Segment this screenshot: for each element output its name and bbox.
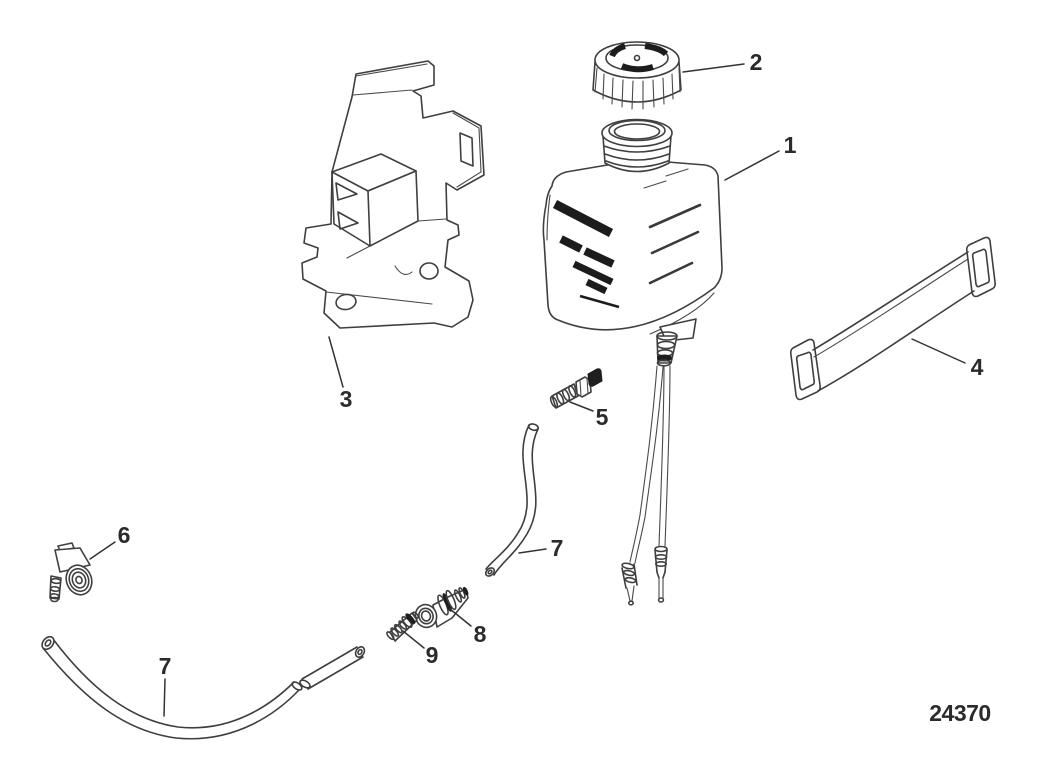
cap-ribs: [594, 67, 681, 110]
bottle-neck: [601, 118, 673, 173]
callout-9: 9: [426, 642, 439, 668]
callout-2: 2: [750, 49, 763, 75]
level-line-2: [650, 230, 700, 255]
barb-fitting-part-5: [549, 368, 603, 409]
cap-top-markings: [609, 43, 669, 73]
hose-short-part-7: [484, 423, 539, 577]
level-line-3: [648, 261, 694, 285]
callout-8: 8: [474, 621, 487, 647]
elbow-fitting-part-6: [49, 542, 93, 603]
callout-7-lower: 7: [159, 653, 172, 679]
hose-long-part-7: [41, 635, 366, 740]
pickup-tubes: [621, 365, 671, 606]
mounting-bracket-part-3: [301, 60, 485, 329]
barb-fitting-part-9: [386, 611, 420, 642]
retainer-strap-part-4: [789, 236, 996, 401]
drawing-number: 24370: [929, 700, 990, 726]
callout-5: 5: [596, 404, 609, 430]
callout-7-upper: 7: [551, 535, 564, 561]
filler-cap-part-2: [592, 41, 682, 110]
level-line-1: [648, 203, 702, 229]
quick-connect-fitting-part-8: [414, 586, 469, 629]
callout-1: 1: [784, 132, 797, 158]
callout-4: 4: [971, 354, 984, 380]
bottle-outlet-nipple: [656, 331, 678, 367]
callout-6: 6: [118, 522, 131, 548]
callout-labels: 1 2 3 4 5 6 7 7 8 9: [118, 49, 984, 679]
bottle-label-text: [552, 200, 620, 309]
callout-3: 3: [340, 386, 353, 412]
reservoir-bottle-part-1: [542, 118, 723, 606]
callout-leader-lines: [89, 63, 966, 717]
